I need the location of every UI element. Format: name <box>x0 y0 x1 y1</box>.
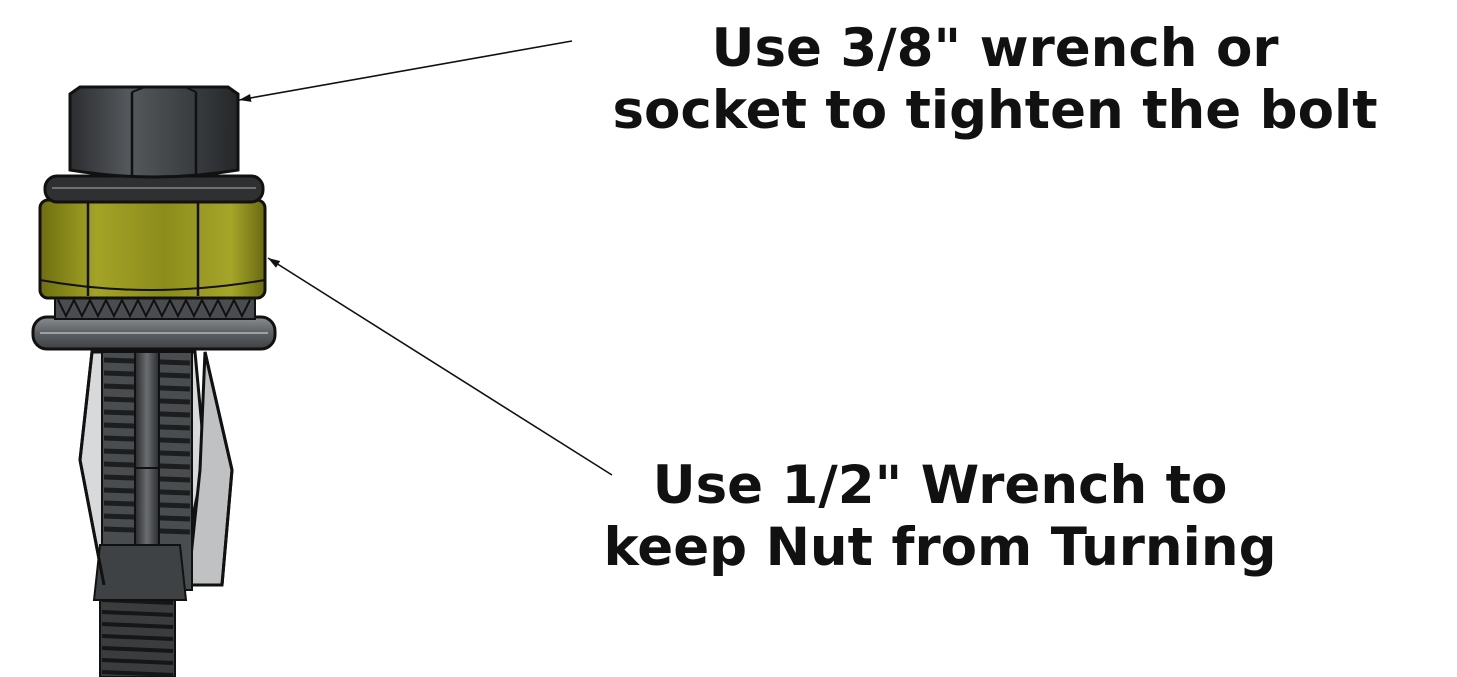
bolt-wrench-callout: Use 3/8" wrench or socket to tighten the… <box>560 18 1430 142</box>
bearing-washer <box>31 315 277 351</box>
thread-line <box>101 622 174 629</box>
bolt-callout-line2: socket to tighten the bolt <box>612 80 1378 141</box>
nut-callout-line2: keep Nut from Turning <box>603 517 1277 578</box>
nut-leader-arrow <box>267 257 613 476</box>
thread-line <box>101 646 174 653</box>
expansion-sleeve <box>78 350 234 601</box>
thread-line <box>101 670 174 677</box>
lock-washer <box>54 296 256 320</box>
nut-callout-line1: Use 1/2" Wrench to <box>652 455 1228 516</box>
nut-wrench-callout: Use 1/2" Wrench to keep Nut from Turning <box>540 455 1340 579</box>
thread-line <box>101 658 174 665</box>
hex-nut <box>38 197 267 300</box>
bolt-head <box>68 85 240 179</box>
bolt-thread-end <box>99 589 176 677</box>
thread-line <box>101 610 174 617</box>
head-washer <box>43 174 265 204</box>
thread-line <box>101 634 174 641</box>
bolt-callout-line1: Use 3/8" wrench or <box>711 18 1279 79</box>
bolt-leader-arrow <box>238 40 573 102</box>
